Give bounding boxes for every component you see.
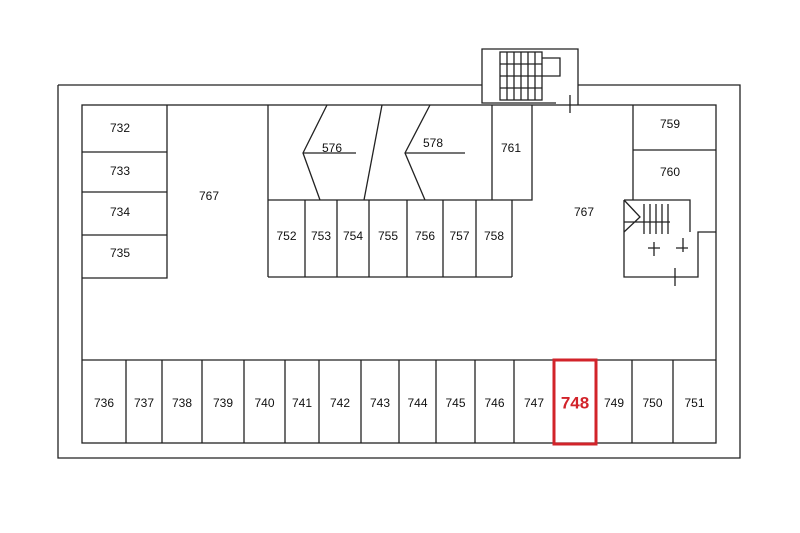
room-label: 736 xyxy=(94,396,114,410)
staircase-top-icon xyxy=(481,48,579,113)
room-label: 578 xyxy=(423,136,443,150)
room-label: 744 xyxy=(407,396,427,410)
staircase-right-icon xyxy=(623,199,688,286)
room-label: 755 xyxy=(378,229,398,243)
room-label: 739 xyxy=(213,396,233,410)
room-label: 742 xyxy=(330,396,350,410)
room-label: 756 xyxy=(415,229,435,243)
room-label: 737 xyxy=(134,396,154,410)
room-label: 767 xyxy=(574,205,594,219)
room-label: 747 xyxy=(524,396,544,410)
room-label: 750 xyxy=(642,396,662,410)
room-label: 743 xyxy=(370,396,390,410)
room-label: 752 xyxy=(276,229,296,243)
room-label: 751 xyxy=(684,396,704,410)
room-label: 759 xyxy=(660,117,680,131)
room-label: 767 xyxy=(199,189,219,203)
room-label: 754 xyxy=(343,229,363,243)
room-label: 740 xyxy=(254,396,274,410)
right-rooms-wall xyxy=(623,105,716,278)
room-label: 741 xyxy=(292,396,312,410)
room-label: 749 xyxy=(604,396,624,410)
room-label: 733 xyxy=(110,164,130,178)
highlighted-unit-box[interactable] xyxy=(552,358,598,446)
room-label: 760 xyxy=(660,165,680,179)
room-label: 761 xyxy=(501,141,521,155)
room-label: 753 xyxy=(311,229,331,243)
left-rooms-wall xyxy=(82,105,168,279)
room-label: 748 xyxy=(561,393,589,412)
room-label: 735 xyxy=(110,246,130,260)
room-label: 758 xyxy=(484,229,504,243)
room-576-wall xyxy=(267,104,533,277)
walls xyxy=(57,48,741,459)
room-label: 757 xyxy=(449,229,469,243)
room-label: 734 xyxy=(110,205,130,219)
room-label: 576 xyxy=(322,141,342,155)
room-label: 745 xyxy=(445,396,465,410)
room-label: 732 xyxy=(110,121,130,135)
room-label: 746 xyxy=(484,396,504,410)
room-label: 738 xyxy=(172,396,192,410)
outer-wall xyxy=(57,84,741,459)
